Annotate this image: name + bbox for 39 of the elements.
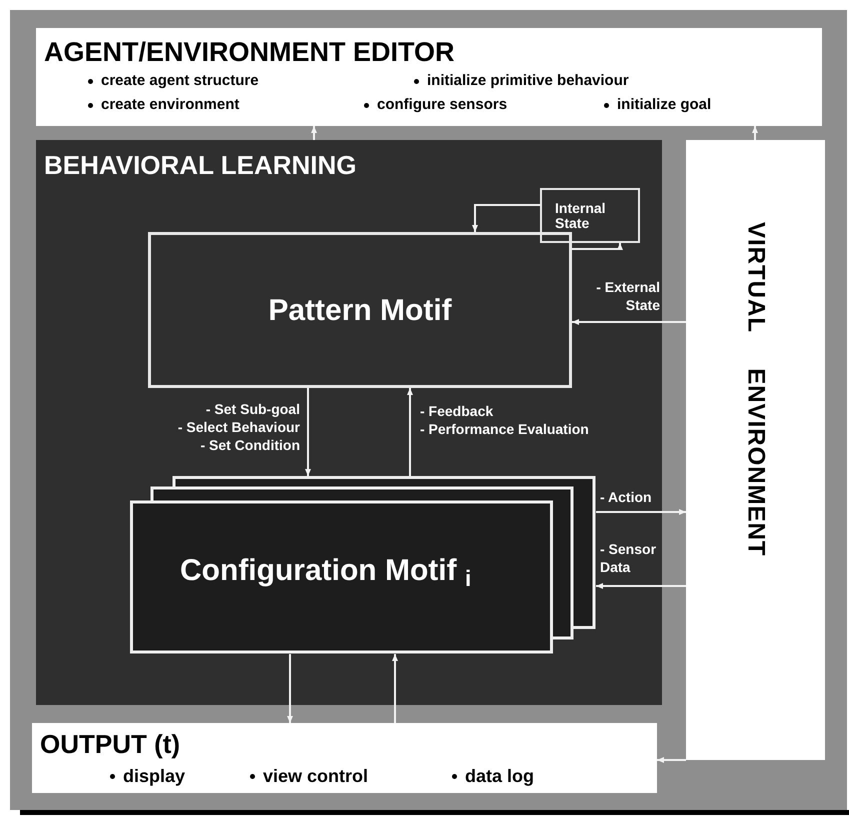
arrow: [596, 583, 686, 589]
motif-box: [148, 232, 572, 388]
list-item: create environment: [101, 95, 240, 115]
state-box: [540, 188, 640, 243]
box-title: Pattern Motif: [268, 292, 452, 328]
list-item: display: [123, 765, 186, 788]
arrow: [472, 204, 540, 232]
stacked-motif-box: [130, 476, 596, 654]
learning-panel: [36, 140, 662, 705]
list-item: view control: [263, 765, 368, 788]
edge-label: - Action: [600, 488, 653, 506]
arrow: [596, 509, 686, 515]
arrow: [657, 757, 686, 763]
list-item: configure sensors: [377, 95, 508, 115]
list-item: initialize goal: [617, 95, 712, 115]
edge-label: - Set Sub-goal - Select Behaviour - Set Condition: [176, 400, 300, 454]
edge-label: - Sensor Data: [600, 540, 658, 576]
box-label: Internal State: [555, 200, 607, 230]
editor-panel: [36, 28, 822, 126]
panel-title: VIRTUAL ENVIRONMENT: [742, 222, 770, 557]
arrow: [311, 126, 317, 140]
arrow: [407, 388, 413, 476]
list-item: data log: [465, 765, 534, 788]
panel-title: BEHAVIORAL LEARNING: [44, 149, 356, 182]
edge-label: - Feedback - Performance Evaluation: [420, 402, 590, 438]
arrow: [572, 243, 623, 250]
arrow: [305, 388, 311, 476]
list-item: initialize primitive behaviour: [427, 71, 629, 91]
arrow: [572, 319, 686, 325]
panel-title: AGENT/ENVIRONMENT EDITOR: [44, 36, 455, 69]
output-panel: [32, 723, 657, 793]
edge-label: - External State: [595, 278, 660, 314]
arrow: [287, 654, 293, 723]
environment-panel: [686, 140, 825, 760]
box-title: Configuration Motif $_{i}$: [180, 554, 472, 587]
panel-title: OUTPUT (t): [40, 728, 180, 761]
arrow: [752, 126, 758, 140]
arrow: [392, 654, 398, 723]
list-item: create agent structure: [101, 71, 259, 91]
